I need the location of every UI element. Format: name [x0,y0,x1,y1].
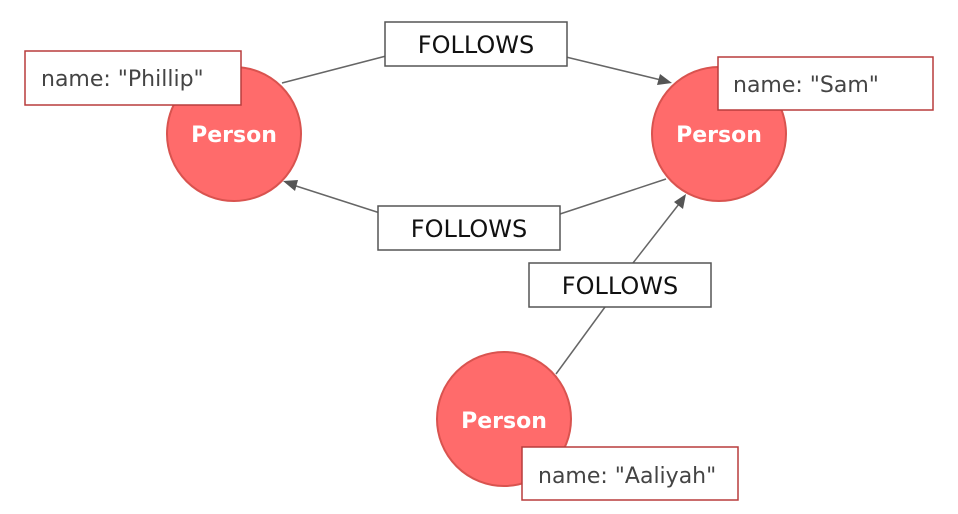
edge-line-phillip-to-sam[interactable] [565,56,662,81]
property-box [717,56,934,111]
relationship-type: FOLLOWS [562,272,678,300]
node-label: Person [191,123,277,148]
edges-layer [281,54,686,375]
property-box-phillip: name: "Phillip" [24,50,242,106]
relationship-type: FOLLOWS [411,215,527,243]
edge-line-phillip-to-sam[interactable] [281,54,391,84]
property-text: name: "Phillip" [41,67,204,92]
property-box [521,446,739,501]
relationship-box [528,262,712,308]
arrowhead-icon [674,194,686,209]
relationship-box [377,205,561,251]
node-label: Person [461,409,547,434]
relationship-label-sam-to-phillip[interactable]: FOLLOWS [377,205,561,251]
arrowhead-icon [283,180,298,191]
relationship-type: FOLLOWS [418,31,534,59]
arrowhead-icon [657,74,672,85]
node-label: Person [676,123,762,148]
property-text: name: "Sam" [733,73,879,98]
edge-line-sam-to-phillip[interactable] [559,178,667,215]
property-box-aaliyah: name: "Aaliyah" [521,446,739,501]
property-text: name: "Aaliyah" [538,464,716,489]
relationship-label-aaliyah-to-sam[interactable]: FOLLOWS [528,262,712,308]
property-box-sam: name: "Sam" [717,56,934,111]
edge-line-aaliyah-to-sam[interactable] [632,203,680,264]
edge-line-sam-to-phillip[interactable] [292,184,381,214]
property-box [24,50,242,106]
relationship-label-phillip-to-sam[interactable]: FOLLOWS [384,21,568,67]
edge-line-aaliyah-to-sam[interactable] [555,306,606,375]
relationship-box [384,21,568,67]
